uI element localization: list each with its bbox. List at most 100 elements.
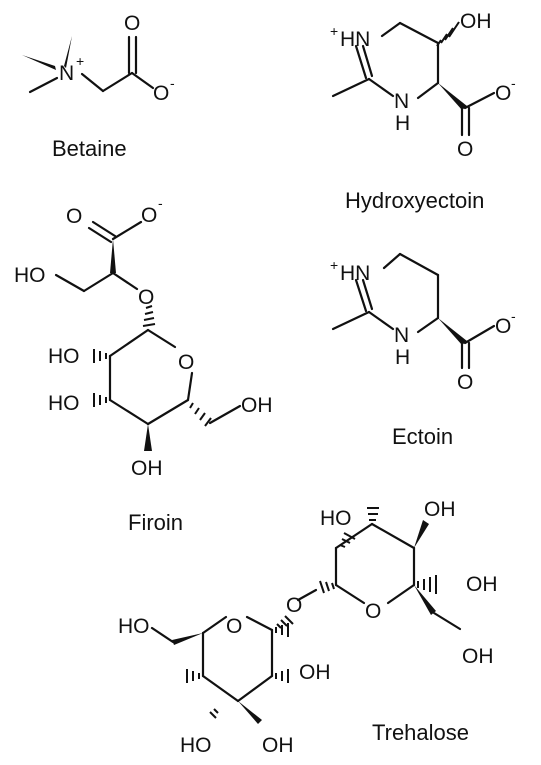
trehalose-oh2-label: OH [466,573,498,596]
hydroxyectoin-o-charge: - [511,75,516,91]
ectoin-methyl-bond [331,310,371,331]
firoin-o1-label: O [141,204,157,227]
firoin-ring-bond-2 [186,371,194,402]
firoin-name: Firoin [128,510,183,535]
betaine-ch2-c-bond [101,71,134,93]
hydroxyectoin-n-label: N [394,90,409,113]
hydroxyectoin-name: Hydroxyectoin [345,188,484,213]
hydroxyectoin-oh-label: OH [460,10,492,33]
trehalose-lower-c2-hash [275,623,289,637]
trehalose-oh1-label: OH [424,498,456,521]
trehalose-ho1-label: HO [320,507,352,530]
hydroxyectoin-cn-double-b [361,44,374,78]
trehalose-lower-c3-wedge [238,701,262,724]
ectoin-coo-wedge [438,318,467,345]
hydroxyectoin-ring-bond-2 [398,21,440,45]
betaine-o2-label: O [153,82,169,105]
firoin-o3-label: O [138,286,154,309]
firoin-co-double-a [91,220,117,238]
ectoin-o1-label: O [495,315,511,338]
trehalose-oh3-label: OH [462,645,494,668]
trehalose-upper-c5-hash [417,575,437,594]
trehalose-lower-anomeric-hash [276,615,294,629]
firoin-ch2-bond [82,271,115,293]
firoin-c-o-bond [111,271,139,291]
hydroxyectoin-structure: + HN OH N H O - O Hydroxyectoin [330,10,516,213]
firoin-co-single [111,220,143,241]
trehalose-upper-c2-hash [339,532,356,548]
trehalose-upper-c3-hash [367,507,379,521]
trehalose-lower-c4-hash [186,669,200,683]
trehalose-lower-c5-wedge [172,633,203,645]
hydroxyectoin-c-n-bond [367,77,395,98]
firoin-oh2-label: OH [131,457,163,480]
hydroxyectoin-h-label: H [395,112,410,135]
trehalose-upper-anomeric-hash [319,580,335,594]
trehalose-ho3-label: HO [180,734,212,757]
trehalose-oh4-label: OH [299,661,331,684]
hydroxyectoin-cn-double-a [354,44,368,80]
firoin-ho1-label: HO [14,264,46,287]
firoin-ho2-label: HO [48,345,80,368]
firoin-ho3-label: HO [48,392,80,415]
firoin-oh1-label: OH [241,394,273,417]
firoin-ring-bond-6 [108,328,150,358]
trehalose-lower-ring-5 [236,674,274,703]
firoin-structure: O - O HO O O HO HO OH OH Firoin [14,195,273,535]
trehalose-upper-c6-wedge [414,585,436,615]
betaine-methyl-wedge-1 [64,36,72,68]
betaine-o1-label: O [124,12,140,35]
firoin-co-double-b [87,226,113,244]
hydroxyectoin-coo-wedge [438,83,467,110]
ectoin-n-label: N [394,324,409,347]
betaine-structure: N + O O - Betaine [22,12,175,161]
ectoin-ring-bond-2 [398,252,440,277]
trehalose-o1-label: O [365,600,381,623]
hydroxyectoin-o2-label: O [457,138,473,161]
betaine-o-charge: - [170,75,175,91]
betaine-n-label: N [59,62,74,85]
trehalose-name: Trehalose [372,720,469,745]
firoin-alpha-wedge [110,239,116,273]
ectoin-o-charge: - [511,308,516,324]
ectoin-cn-double-a [354,278,368,313]
ectoin-co-single [463,324,496,345]
trehalose-upper-ring-6 [334,583,366,605]
firoin-ring-bond-3 [146,398,190,426]
hydroxyectoin-ring-bond-1 [380,21,402,38]
hydroxyectoin-hn-label: HN [340,28,370,51]
ectoin-name: Ectoin [392,424,453,449]
firoin-ring-bond-4 [108,398,150,426]
hydroxyectoin-hn-charge: + [330,23,338,39]
trehalose-lower-ring-2 [201,615,228,635]
ectoin-c-n-bond [367,310,395,331]
trehalose-upper-ring-2 [334,522,374,550]
firoin-ch2-oh-bond [54,273,86,293]
trehalose-lower-ring-1 [245,615,274,632]
firoin-o2-label: O [66,205,82,228]
trehalose-lower-c4-hash-2 [209,708,219,719]
trehalose-upper-ring-5 [386,583,416,605]
trehalose-link-bond [296,588,318,602]
trehalose-structure: HO OH OH O O HO OH O OH HO OH Trehalose [118,498,498,757]
firoin-o-charge: - [158,195,163,211]
firoin-c2-hash [93,349,107,363]
ectoin-ring-bond-1 [382,252,402,270]
trehalose-o2-label: O [286,594,302,617]
firoin-ring-bond-1 [146,328,177,349]
ectoin-h-label: H [395,346,410,369]
trehalose-ho2-label: HO [118,615,150,638]
firoin-c4-wedge [144,424,152,451]
trehalose-upper-c4-wedge [414,520,429,548]
ectoin-hn-label: HN [340,262,370,285]
betaine-methyl-bond-3 [28,76,59,94]
firoin-c5-hash [189,402,212,427]
trehalose-upper-ring-3 [370,522,416,550]
ectoin-structure: + HN N H O - O Ectoin [330,252,516,449]
betaine-n-charge: + [76,53,84,69]
hydroxyectoin-ring-bond-4 [416,81,440,100]
hydroxyectoin-co-single [463,91,496,110]
trehalose-o3-label: O [226,615,242,638]
